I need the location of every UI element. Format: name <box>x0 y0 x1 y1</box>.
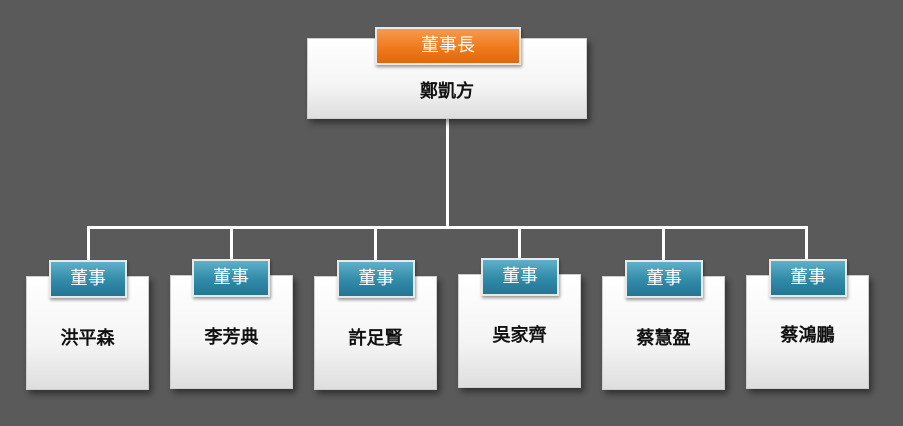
director-title-tag: 董事 <box>625 260 703 298</box>
connector-drop <box>230 226 233 261</box>
director-name: 蔡鴻鵬 <box>780 325 835 346</box>
director-name: 蔡慧盈 <box>636 328 691 349</box>
director-name: 李芳典 <box>204 327 259 348</box>
connector-drop <box>518 226 521 261</box>
director-title-tag: 董事 <box>192 259 270 297</box>
director-name: 吳家齊 <box>492 325 547 346</box>
director-node: 洪平森 <box>26 276 149 390</box>
connector-bus <box>87 226 808 229</box>
director-name: 洪平森 <box>60 328 115 349</box>
connector-drop <box>87 226 90 261</box>
director-title-tag: 董事 <box>49 260 127 298</box>
director-title-tag: 董事 <box>337 260 415 298</box>
director-title-tag: 董事 <box>769 259 847 297</box>
connector-trunk <box>446 117 449 227</box>
connector-drop <box>662 226 665 261</box>
director-title-tag: 董事 <box>481 258 559 296</box>
connector-drop <box>805 226 808 261</box>
chairman-name: 鄭凱方 <box>420 81 474 102</box>
director-name: 許足賢 <box>348 328 403 349</box>
director-node: 許足賢 <box>314 276 437 390</box>
connector-drop <box>374 226 377 261</box>
chairman-title-tag: 董事長 <box>375 27 521 65</box>
